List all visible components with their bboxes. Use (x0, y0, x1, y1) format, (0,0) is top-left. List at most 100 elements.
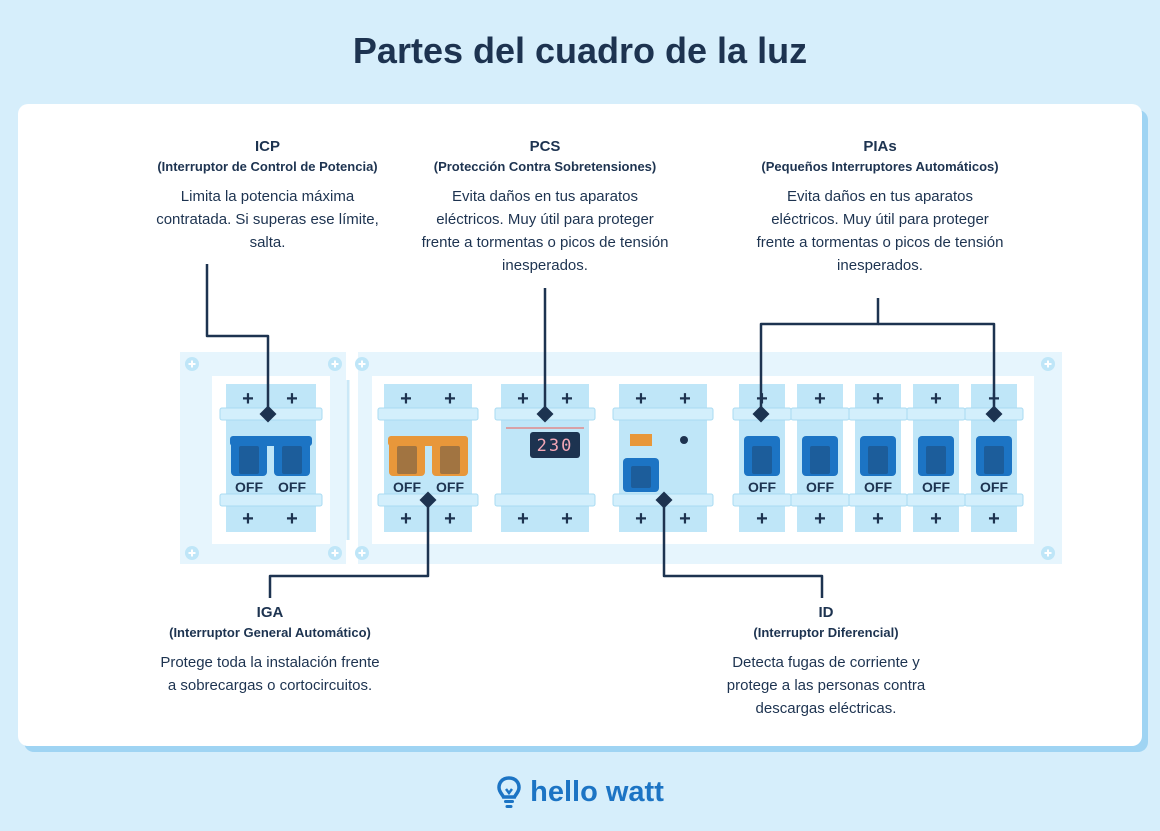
pia-breaker-3-switch-lever[interactable] (860, 436, 896, 476)
pia-breaker-3-bottom-rail (848, 493, 908, 507)
page-title: Partes del cuadro de la luz (352, 30, 808, 71)
pcs-terminal-top: + (517, 388, 529, 410)
pcs-terminal-bottom: + (561, 508, 573, 530)
pia-breaker-5-terminal-bottom: + (988, 508, 1000, 530)
iga-terminal-bottom: + (444, 508, 456, 530)
icp-switch-2-lever-slot (282, 446, 302, 474)
callout-id: ID (Interruptor Diferencial) Detecta fug… (676, 603, 976, 720)
screw-icon (185, 546, 199, 560)
pia-breaker-3: + + OFF (848, 384, 908, 532)
id-terminal-top: + (679, 388, 691, 410)
iga-terminal-bottom: + (400, 508, 412, 530)
leader-iga (268, 500, 430, 598)
brand-name: hello watt (530, 775, 664, 808)
callout-iga-subtitle: (Interruptor General Automático) (169, 625, 371, 640)
pia-breaker-4: + + OFF (906, 384, 966, 532)
callout-pias-subtitle: (Pequeños Interruptores Automáticos) (761, 159, 999, 174)
callout-pcs: PCS (Protección Contra Sobretensiones) E… (395, 137, 695, 277)
pia-breaker-1-bottom-rail (732, 493, 792, 507)
leader-pcs-diamond (536, 405, 554, 423)
pia-breaker-2-switch-lever[interactable] (802, 436, 838, 476)
id-terminal-bottom: + (635, 508, 647, 530)
pia-breaker-4-switch-lever[interactable] (918, 436, 954, 476)
pia-breaker-2-switch-off-label: OFF (806, 479, 834, 495)
pia-breaker-4-switch-off-label: OFF (922, 479, 950, 495)
iga-switch-2-lever-slot (440, 446, 460, 474)
screw-icon (328, 546, 342, 560)
pia-breaker-1-terminal-bottom: + (756, 508, 768, 530)
pia-breaker-4-switch-lever-slot (926, 446, 946, 474)
icp-terminal-bottom: + (242, 508, 254, 530)
pia-breaker-5-switch-lever[interactable] (976, 436, 1012, 476)
screw-icon (1041, 546, 1055, 560)
brand-logo: hello watt (0, 775, 1160, 809)
leader-icp-diamond (259, 405, 277, 423)
icp-terminal-top: + (286, 388, 298, 410)
pcs-display (530, 432, 580, 458)
callout-iga-title: IGA (256, 604, 284, 621)
id-switch-lever[interactable] (623, 458, 659, 492)
callout-iga-description: Protege toda la instalación frente a sob… (160, 654, 380, 694)
icp-switch-1-lever-slot (239, 446, 259, 474)
iga-switch-2-lever[interactable] (432, 436, 468, 476)
id-status-dot (680, 436, 688, 444)
pcs-display-value: 230 (537, 436, 574, 456)
id-test-indicator (630, 434, 652, 446)
pia-breaker-1-switch-lever[interactable] (744, 436, 780, 476)
iga-switch-1-lever-slot (397, 446, 417, 474)
pia-breaker-3-switch-off-label: OFF (864, 479, 892, 495)
icp-switch-1-lever[interactable] (231, 436, 267, 476)
callout-icp: ICP (Interruptor de Control de Potencia)… (80, 137, 455, 254)
pia-breaker-4-terminal-top: + (930, 388, 942, 410)
icp-switch-2-off-label: OFF (278, 479, 306, 495)
callout-icp-description: Limita la potencia máxima contratada. Si… (156, 188, 379, 251)
pia-breaker-2-bottom-rail (790, 493, 850, 507)
leader-iga-diamond (419, 491, 437, 509)
icp-breaker-bottom-rail (219, 493, 323, 507)
pcs-terminal-top: + (561, 388, 573, 410)
iga-terminal-top: + (400, 388, 412, 410)
screw-icon (1041, 357, 1055, 371)
pia-breaker-3-switch-lever-slot (868, 446, 888, 474)
id-breaker-top-rail (612, 407, 714, 421)
pia-breaker-3-terminal-bottom: + (872, 508, 884, 530)
screw-icon (355, 357, 369, 371)
iga-switch-2-off-label: OFF (436, 479, 464, 495)
pia-breaker-5-switch-off-label: OFF (980, 479, 1008, 495)
iga-switch-1-lever[interactable] (389, 436, 425, 476)
iga-breaker-top-rail (377, 407, 479, 421)
callout-id-subtitle: (Interruptor Diferencial) (753, 625, 899, 640)
screw-group (185, 357, 1055, 560)
icp-switch-1-off-label: OFF (235, 479, 263, 495)
leader-id-diamond (655, 491, 673, 509)
callout-pias: PIAs (Pequeños Interruptores Automáticos… (730, 137, 1030, 277)
pia-breaker-4-terminal-bottom: + (930, 508, 942, 530)
pia-breaker-5-switch-lever-slot (984, 446, 1004, 474)
pcs-breaker-bottom-rail (494, 493, 596, 507)
iga-switch-1-off-label: OFF (393, 479, 421, 495)
icp-breaker: + + + + OFF OFF (219, 384, 323, 532)
pia-breaker-1-switch-off-label: OFF (748, 479, 776, 495)
pia-breaker-5-bottom-rail (964, 493, 1024, 507)
icp-switch-2-lever[interactable] (274, 436, 310, 476)
callout-pias-description: Evita daños en tus aparatos eléctricos. … (756, 188, 1004, 274)
lightbulb-icon (497, 776, 521, 808)
pia-breaker-2-terminal-bottom: + (814, 508, 826, 530)
callout-icp-title: ICP (254, 138, 280, 155)
pia-breaker-3-terminal-top: + (872, 388, 884, 410)
pcs-terminal-bottom: + (517, 508, 529, 530)
id-terminal-top: + (635, 388, 647, 410)
screw-icon (355, 546, 369, 560)
callout-pcs-title: PCS (529, 138, 561, 155)
callout-pcs-subtitle: (Protección Contra Sobretensiones) (433, 159, 657, 174)
pia-breaker-4-bottom-rail (906, 493, 966, 507)
icp-terminal-top: + (242, 388, 254, 410)
pia-breaker-1-switch-lever-slot (752, 446, 772, 474)
id-switch-slot (631, 466, 651, 488)
icp-terminal-bottom: + (286, 508, 298, 530)
leader-id (662, 500, 824, 598)
screw-icon (328, 357, 342, 371)
pia-breaker-2-terminal-top: + (814, 388, 826, 410)
callout-pias-title: PIAs (863, 138, 897, 155)
